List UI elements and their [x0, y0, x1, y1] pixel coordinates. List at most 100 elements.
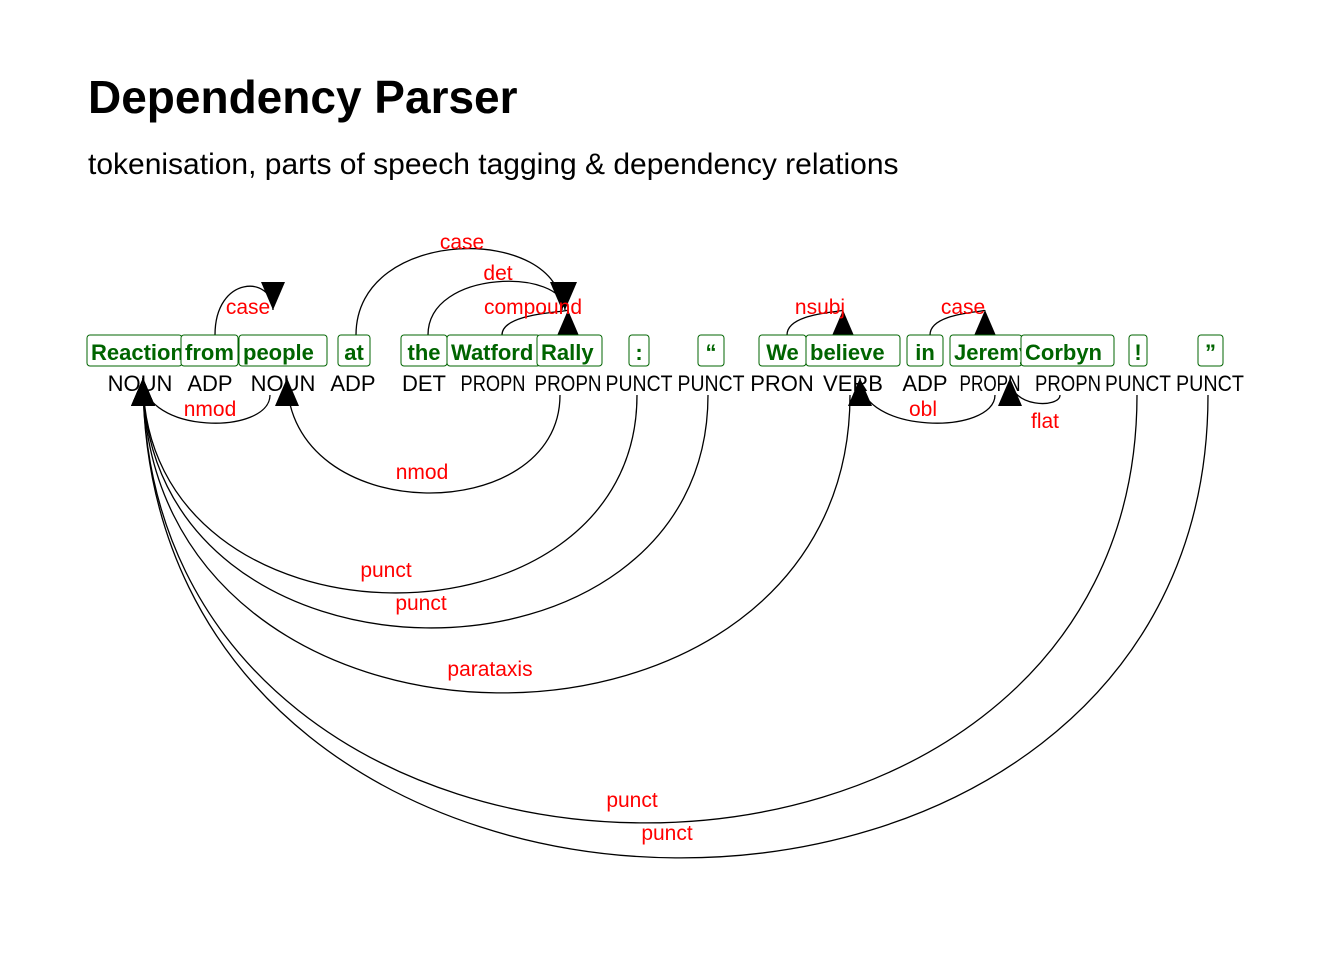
- token-text: :: [635, 340, 642, 365]
- token: “: [697, 334, 725, 367]
- pos-tag: PRON: [750, 371, 814, 396]
- arrowhead-icon: [998, 378, 1022, 406]
- dependency-arc-punct: [142, 377, 1138, 824]
- pos-tag: DET: [402, 371, 446, 396]
- token-text: Jeremy: [954, 340, 1032, 365]
- pos-tag: PROPN: [535, 371, 602, 396]
- token-text: the: [408, 340, 441, 365]
- token: :: [628, 334, 650, 367]
- token-text: ”: [1205, 340, 1216, 365]
- token-box: [337, 334, 371, 367]
- token-box: [906, 334, 944, 367]
- pos-tag: VERB: [823, 371, 883, 396]
- token-box: [180, 334, 239, 367]
- dependency-arc-nsubj: [786, 309, 844, 336]
- dependency-arc-case: [929, 309, 986, 336]
- dependency-arc-compound: [501, 309, 569, 336]
- token: ”: [1197, 334, 1224, 367]
- relation-label: case: [941, 296, 985, 319]
- pos-tag: NOUN: [251, 371, 316, 396]
- token: in: [906, 334, 944, 367]
- token: at: [337, 334, 371, 367]
- token: Corbyn: [1020, 334, 1115, 367]
- pos-tag: ADP: [330, 371, 375, 396]
- relation-label: det: [483, 262, 512, 285]
- token-text: Corbyn: [1025, 340, 1102, 365]
- dependency-arc-det: [427, 280, 566, 336]
- token-box: [536, 334, 603, 367]
- token: !: [1128, 334, 1148, 367]
- dependency-arc-punct: [142, 377, 638, 594]
- arrowhead-icon: [261, 282, 285, 310]
- pos-tag: PUNCT: [1176, 371, 1244, 396]
- token-text: “: [706, 340, 717, 365]
- token: Watford: [446, 334, 541, 367]
- token-text: Reaction: [91, 340, 184, 365]
- arrowhead-icon: [553, 282, 577, 310]
- pos-tag: PROPN: [461, 371, 526, 396]
- arcs: [131, 247, 1209, 859]
- relation-label: obl: [909, 398, 937, 421]
- token-box: [697, 334, 725, 367]
- dependency-arc-nmod: [286, 377, 561, 494]
- arrowhead-icon: [275, 378, 299, 406]
- token-text: Watford: [451, 340, 533, 365]
- relation-label: nsubj: [795, 296, 845, 319]
- pos-tag: ADP: [187, 371, 232, 396]
- token: believe: [805, 334, 901, 367]
- relation-label: nmod: [184, 398, 237, 421]
- relation-label: compound: [484, 296, 582, 319]
- relation-label: parataxis: [447, 658, 532, 681]
- token-box: [1020, 334, 1115, 367]
- relation-label: nmod: [396, 461, 449, 484]
- token-text: from: [185, 340, 234, 365]
- arrowhead-icon: [848, 378, 872, 406]
- relation-label: punct: [606, 789, 658, 812]
- pos-tag: PROPN: [1035, 371, 1101, 396]
- token: Rally: [536, 334, 603, 367]
- token-box: [238, 334, 328, 367]
- page-title: Dependency Parser: [88, 71, 518, 123]
- arrowhead-icon: [831, 310, 855, 338]
- token-text: at: [344, 340, 364, 365]
- pos-tag: PUNCT: [1105, 371, 1171, 396]
- token: from: [180, 334, 239, 367]
- dependency-arc-punct: [142, 377, 709, 629]
- token: the: [400, 334, 448, 367]
- relation-label: punct: [360, 559, 412, 582]
- relation-label: punct: [641, 822, 693, 845]
- token: Reaction: [86, 334, 184, 367]
- arrowhead-icon: [973, 310, 997, 338]
- pos-tag: PUNCT: [606, 371, 673, 396]
- relation-label: case: [226, 296, 270, 319]
- relation-labels: case nmod case det compound nmod punct punct par…: [184, 231, 1059, 845]
- pos-tag: ADP: [902, 371, 947, 396]
- token-text: believe: [810, 340, 885, 365]
- token-box: [805, 334, 901, 367]
- token-text: people: [243, 340, 314, 365]
- token-text: !: [1134, 340, 1141, 365]
- relation-label: flat: [1031, 410, 1059, 433]
- token-text: We: [766, 340, 799, 365]
- token-box: [1128, 334, 1148, 367]
- token-box: [628, 334, 650, 367]
- relation-label: punct: [395, 592, 447, 615]
- token: people: [238, 334, 328, 367]
- arrowhead-icon: [556, 310, 580, 338]
- dependency-arc-parataxis: [142, 377, 851, 694]
- token: Jeremy: [949, 334, 1032, 367]
- dependency-arc-case: [355, 247, 563, 336]
- arrowhead-icon: [131, 378, 155, 406]
- token-text: in: [915, 340, 935, 365]
- pos-tag: NOUN: [108, 371, 173, 396]
- dependency-arc-punct: [142, 377, 1209, 859]
- page-subtitle: tokenisation, parts of speech tagging & …: [88, 148, 899, 181]
- token-text: Rally: [541, 340, 594, 365]
- token: We: [758, 334, 807, 367]
- pos-tag: PUNCT: [678, 371, 745, 396]
- token-box: [1197, 334, 1224, 367]
- relation-label: case: [440, 231, 484, 254]
- pos-tag: PROPN: [960, 371, 1021, 396]
